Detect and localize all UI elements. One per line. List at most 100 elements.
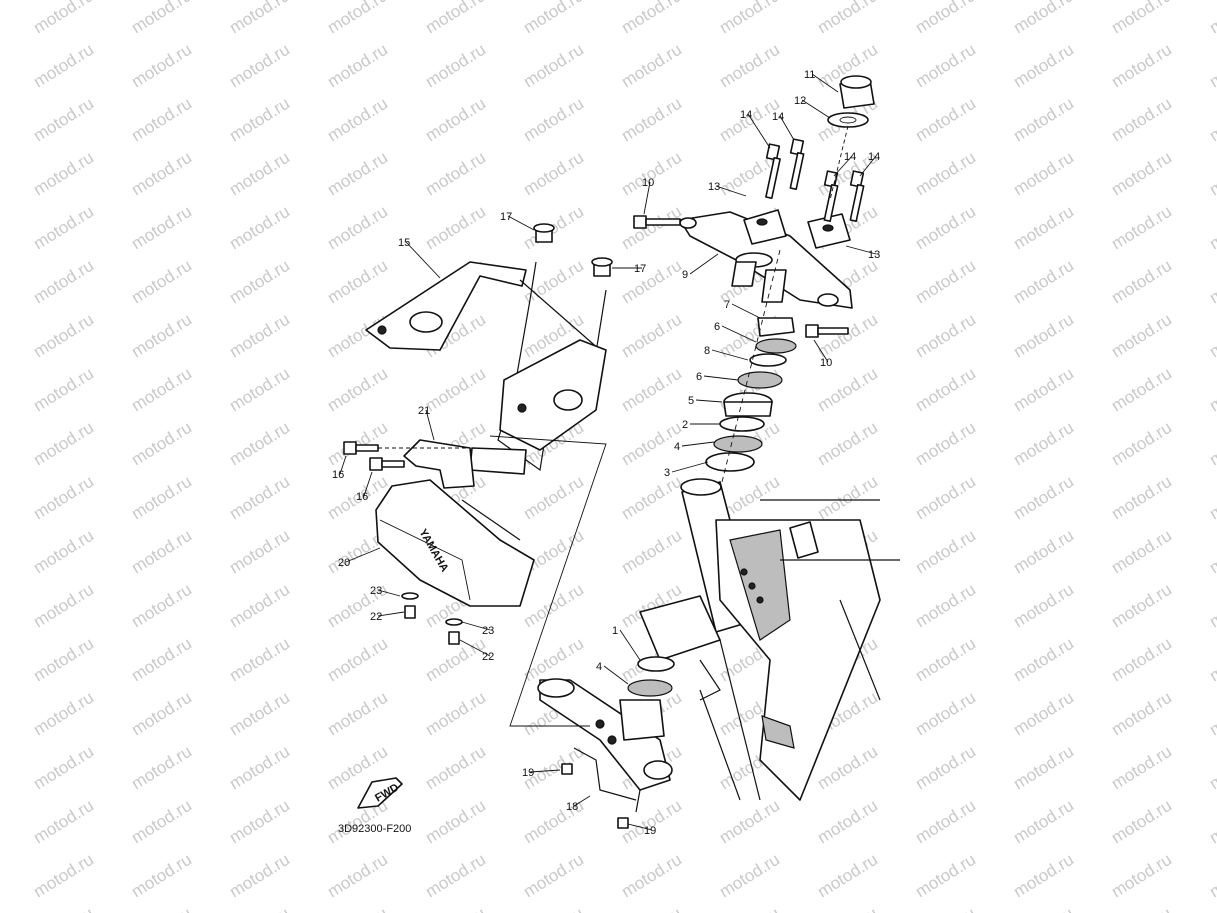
watermark-text: motod.ru xyxy=(520,634,587,686)
callout-c5: 5 xyxy=(688,395,694,407)
watermark-text: motod.ru xyxy=(1010,256,1077,308)
watermark-text: motod.ru xyxy=(1108,148,1175,200)
watermark-text: motod.ru xyxy=(128,580,195,632)
callout-c6b: 6 xyxy=(696,371,702,383)
watermark-text: motod.ru xyxy=(1206,904,1217,913)
watermark-text: motod.ru xyxy=(912,850,979,902)
watermark-text: motod.ru xyxy=(30,472,97,524)
watermark-text: motod.ru xyxy=(422,742,489,794)
watermark-text: motod.ru xyxy=(912,94,979,146)
watermark-text: motod.ru xyxy=(226,94,293,146)
watermark-text: motod.ru xyxy=(520,850,587,902)
watermark-text: motod.ru xyxy=(226,796,293,848)
drawing-code: 3D92300-F200 xyxy=(338,823,411,835)
watermark-text: motod.ru xyxy=(422,796,489,848)
watermark-text: motod.ru xyxy=(30,310,97,362)
watermark-text: motod.ru xyxy=(618,526,685,578)
watermark-text: motod.ru xyxy=(1108,364,1175,416)
watermark-text: motod.ru xyxy=(814,742,881,794)
watermark-text: motod.ru xyxy=(30,688,97,740)
watermark-text: motod.ru xyxy=(520,472,587,524)
leader-line xyxy=(721,325,757,343)
watermark-text: motod.ru xyxy=(912,148,979,200)
watermark-text: motod.ru xyxy=(618,850,685,902)
watermark-text: motod.ru xyxy=(1206,94,1217,146)
watermark-text: motod.ru xyxy=(912,310,979,362)
watermark-text: motod.ru xyxy=(128,742,195,794)
leader-line xyxy=(813,339,829,363)
leader-line xyxy=(859,155,877,177)
watermark-text: motod.ru xyxy=(912,688,979,740)
watermark-text: motod.ru xyxy=(226,634,293,686)
watermark-text: motod.ru xyxy=(1010,310,1077,362)
leader-line xyxy=(507,215,535,231)
watermark-text: motod.ru xyxy=(1010,634,1077,686)
watermark-text: motod.ru xyxy=(1206,742,1217,794)
watermark-text: motod.ru xyxy=(1206,580,1217,632)
watermark-text: motod.ru xyxy=(1108,0,1175,37)
leader-line xyxy=(345,547,381,563)
watermark-text: motod.ru xyxy=(30,364,97,416)
watermark-text: motod.ru xyxy=(30,580,97,632)
watermark-text: motod.ru xyxy=(716,850,783,902)
watermark-text: motod.ru xyxy=(1206,796,1217,848)
watermark-text: motod.ru xyxy=(226,850,293,902)
watermark-text: motod.ru xyxy=(128,418,195,470)
watermark-text: motod.ru xyxy=(1010,418,1077,470)
watermark-text: motod.ru xyxy=(618,0,685,37)
watermark-text: motod.ru xyxy=(128,202,195,254)
leader-line xyxy=(339,455,347,475)
callout-c4a: 4 xyxy=(674,441,680,453)
watermark-text: motod.ru xyxy=(226,904,293,913)
watermark-text: motod.ru xyxy=(1206,634,1217,686)
callout-c13a: 13 xyxy=(708,181,720,193)
upper-bracket xyxy=(679,209,853,309)
watermark-text: motod.ru xyxy=(1010,526,1077,578)
callout-c20: 20 xyxy=(338,557,350,569)
watermark-text: motod.ru xyxy=(324,364,391,416)
watermark-text: motod.ru xyxy=(30,526,97,578)
watermark-text: motod.ru xyxy=(618,202,685,254)
watermark-text: motod.ru xyxy=(324,0,391,37)
watermark-text: motod.ru xyxy=(422,364,489,416)
watermark-text: motod.ru xyxy=(324,148,391,200)
watermark-text: motod.ru xyxy=(128,634,195,686)
watermark-text: motod.ru xyxy=(30,796,97,848)
leader-line xyxy=(619,629,641,661)
callout-c17b: 17 xyxy=(634,263,646,275)
callout-c14b: 14 xyxy=(772,111,784,123)
callout-c4b: 4 xyxy=(596,661,602,673)
leader-line xyxy=(689,253,719,275)
leader-line xyxy=(363,471,373,497)
watermark-text: motod.ru xyxy=(912,796,979,848)
watermark-text: motod.ru xyxy=(422,40,489,92)
watermark-text: motod.ru xyxy=(1010,688,1077,740)
watermark-text: motod.ru xyxy=(1206,256,1217,308)
watermark-text: motod.ru xyxy=(1206,0,1217,37)
headlight-stay xyxy=(365,261,607,475)
watermark-text: motod.ru xyxy=(1206,364,1217,416)
leader-line xyxy=(779,115,795,141)
watermark-text: motod.ru xyxy=(520,904,587,913)
watermark-text: motod.ru xyxy=(1010,850,1077,902)
callout-c17a: 17 xyxy=(500,211,512,223)
watermark-text: motod.ru xyxy=(422,94,489,146)
watermark-text: motod.ru xyxy=(912,256,979,308)
watermark-text: motod.ru xyxy=(912,904,979,913)
watermark-text: motod.ru xyxy=(128,94,195,146)
watermark-text: motod.ru xyxy=(1206,202,1217,254)
leader-line xyxy=(529,769,561,773)
watermark-text: motod.ru xyxy=(30,850,97,902)
watermark-text: motod.ru xyxy=(1108,472,1175,524)
assembly-guide-lines xyxy=(489,435,607,727)
bracket-21 xyxy=(343,439,475,489)
leader-line xyxy=(811,73,839,93)
watermark-text: motod.ru xyxy=(1010,94,1077,146)
watermark-text: motod.ru xyxy=(1010,148,1077,200)
watermark-text: motod.ru xyxy=(30,634,97,686)
watermark-text: motod.ru xyxy=(912,634,979,686)
watermark-text: motod.ru xyxy=(912,742,979,794)
watermark-text: motod.ru xyxy=(814,0,881,37)
watermark-text: motod.ru xyxy=(226,688,293,740)
